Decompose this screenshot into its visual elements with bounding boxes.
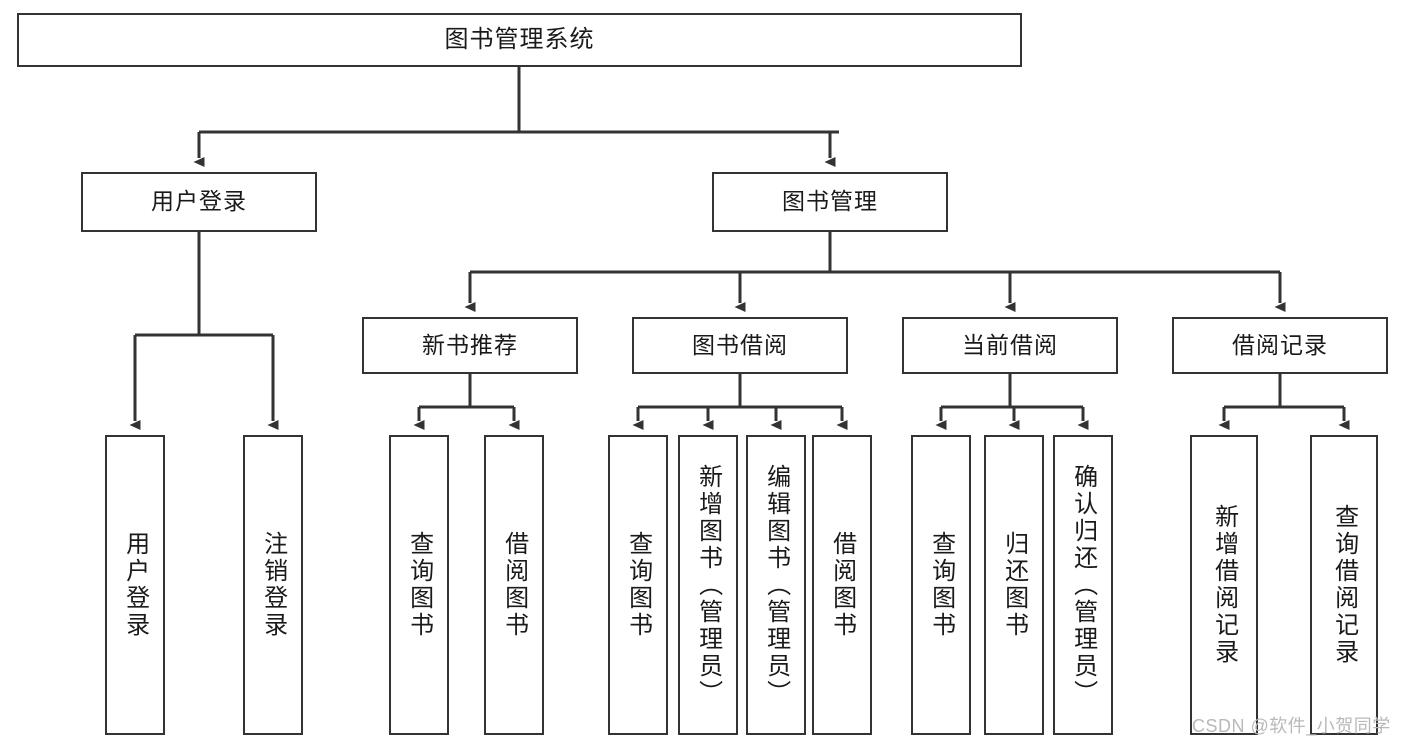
watermark: CSDN @软件_小贺同学 bbox=[1192, 716, 1391, 736]
node-borrow-records[interactable]: 借阅记录 bbox=[1172, 317, 1388, 374]
node-user-login-label: 用户登录 bbox=[151, 188, 247, 215]
node-leaf-borrow-book[interactable]: 借阅图书 bbox=[812, 435, 872, 735]
node-leaf-query-book-borrow-label: 查询图书 bbox=[624, 531, 652, 639]
node-new-book-recommend[interactable]: 新书推荐 bbox=[362, 317, 578, 374]
node-leaf-query-book-borrow[interactable]: 查询图书 bbox=[608, 435, 668, 735]
node-current-borrow-label: 当前借阅 bbox=[962, 331, 1058, 358]
node-leaf-query-book-current-label: 查询图书 bbox=[927, 531, 955, 639]
node-leaf-return-book-label: 归还图书 bbox=[1000, 531, 1028, 639]
node-leaf-borrow-book-label: 借阅图书 bbox=[828, 531, 856, 639]
node-user-login[interactable]: 用户登录 bbox=[81, 172, 317, 232]
node-leaf-borrow-book-recommend[interactable]: 借阅图书 bbox=[484, 435, 544, 735]
node-book-borrow[interactable]: 图书借阅 bbox=[632, 317, 848, 374]
node-leaf-edit-book-admin-label: 编辑图书（管理员） bbox=[762, 463, 790, 707]
node-leaf-add-borrow-record-label: 新增借阅记录 bbox=[1210, 504, 1238, 666]
node-root[interactable]: 图书管理系统 bbox=[17, 13, 1022, 67]
node-leaf-edit-book-admin[interactable]: 编辑图书（管理员） bbox=[746, 435, 806, 735]
node-leaf-query-borrow-record-label: 查询借阅记录 bbox=[1330, 504, 1358, 666]
node-book-management-label: 图书管理 bbox=[782, 188, 878, 215]
node-root-label: 图书管理系统 bbox=[444, 25, 595, 53]
node-leaf-add-book-admin[interactable]: 新增图书（管理员） bbox=[678, 435, 738, 735]
node-leaf-logout[interactable]: 注销登录 bbox=[243, 435, 303, 735]
node-leaf-add-borrow-record[interactable]: 新增借阅记录 bbox=[1190, 435, 1258, 735]
node-new-book-recommend-label: 新书推荐 bbox=[422, 331, 518, 358]
node-leaf-user-login[interactable]: 用户登录 bbox=[105, 435, 165, 735]
node-leaf-return-book[interactable]: 归还图书 bbox=[984, 435, 1044, 735]
node-leaf-query-borrow-record[interactable]: 查询借阅记录 bbox=[1310, 435, 1378, 735]
node-borrow-records-label: 借阅记录 bbox=[1232, 331, 1328, 358]
node-leaf-query-book-recommend[interactable]: 查询图书 bbox=[389, 435, 449, 735]
node-leaf-query-book-current[interactable]: 查询图书 bbox=[911, 435, 971, 735]
node-leaf-user-login-label: 用户登录 bbox=[121, 531, 149, 639]
node-leaf-query-book-recommend-label: 查询图书 bbox=[405, 531, 433, 639]
node-leaf-borrow-book-recommend-label: 借阅图书 bbox=[500, 531, 528, 639]
node-leaf-add-book-admin-label: 新增图书（管理员） bbox=[694, 463, 722, 707]
node-book-management[interactable]: 图书管理 bbox=[712, 172, 948, 232]
node-book-borrow-label: 图书借阅 bbox=[692, 331, 788, 358]
node-leaf-logout-label: 注销登录 bbox=[259, 531, 287, 639]
node-current-borrow[interactable]: 当前借阅 bbox=[902, 317, 1118, 374]
node-leaf-confirm-return-admin-label: 确认归还（管理员） bbox=[1069, 463, 1097, 707]
node-leaf-confirm-return-admin[interactable]: 确认归还（管理员） bbox=[1053, 435, 1113, 735]
